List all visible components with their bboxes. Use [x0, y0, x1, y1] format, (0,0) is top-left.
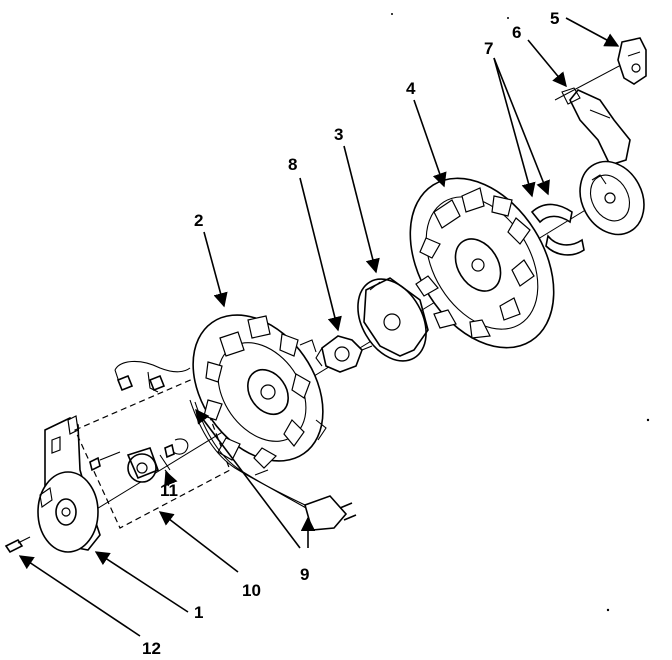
- clip-pulley-part-5: [579, 37, 647, 236]
- mounting-bracket-part-1: [37, 415, 101, 553]
- leader-arrow-5: [565, 17, 620, 47]
- callout-12: 12: [142, 639, 161, 658]
- spring-bracket-part-6: [561, 87, 631, 166]
- callout-7: 7: [484, 39, 493, 58]
- callout-11: 11: [160, 481, 178, 500]
- leader-arrow-10: [158, 511, 239, 573]
- reel-flange-part-4: [409, 177, 555, 349]
- leader-arrow-7b: [493, 57, 550, 196]
- leader-arrow-11: [164, 470, 178, 487]
- scan-speck: [507, 17, 509, 19]
- leader-arrow-6: [527, 39, 567, 88]
- leader-arrow-7a: [493, 57, 536, 198]
- leader-arrow-4: [413, 99, 447, 188]
- leader-arrow-12: [18, 555, 141, 637]
- callout-6: 6: [512, 23, 521, 42]
- callout-8: 8: [288, 155, 297, 174]
- callout-5: 5: [550, 9, 559, 28]
- callout-4: 4: [406, 79, 416, 98]
- power-cord-part-9: [189, 399, 357, 531]
- wiring-harness-part-10: [74, 360, 231, 529]
- cord-reel-drum-part-2: [192, 314, 327, 469]
- callout-3: 3: [334, 125, 343, 144]
- callout-2: 2: [194, 211, 203, 230]
- scan-speck: [391, 13, 393, 15]
- leader-arrow-8: [299, 177, 342, 332]
- leader-arrow-3: [343, 145, 380, 274]
- contact-disc-part-3: [357, 277, 429, 362]
- callout-9: 9: [300, 565, 309, 584]
- brake-pads-part-7: [530, 203, 585, 256]
- leader-arrow-2: [203, 231, 228, 308]
- callout-labels: 1 2 3 4 5 6 7 8 9 10 11 12: [142, 9, 559, 658]
- scan-speck: [646, 418, 650, 422]
- scan-speck: [606, 608, 610, 612]
- leader-arrow-9a: [195, 408, 301, 549]
- leader-arrow-1: [94, 551, 189, 613]
- leader-arrows: [18, 17, 620, 637]
- screw-part-12: [4, 536, 31, 554]
- callout-1: 1: [194, 603, 203, 622]
- brush-assembly-part-8: [315, 335, 373, 373]
- callout-10: 10: [242, 581, 261, 600]
